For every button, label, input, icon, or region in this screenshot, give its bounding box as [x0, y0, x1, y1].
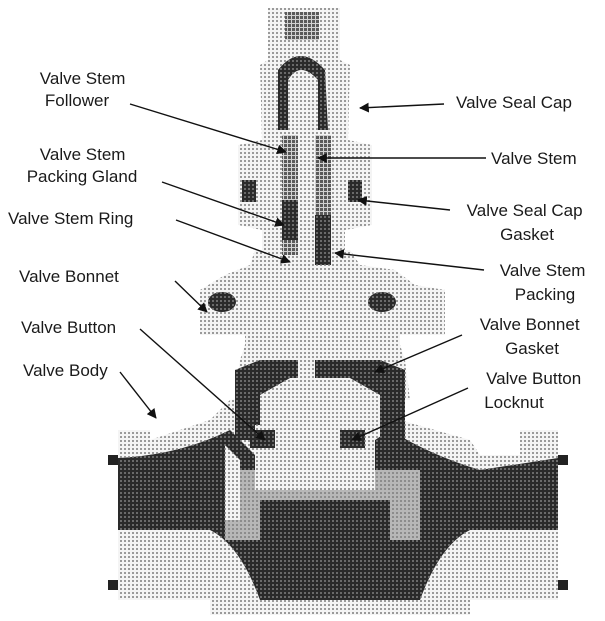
label-valve-button: Valve Button: [21, 318, 116, 337]
part-labels: Valve Stem Follower Valve Stem Packing G…: [8, 69, 590, 412]
label-valve-stem-ring: Valve Stem Ring: [8, 209, 133, 228]
label-valve-button-locknut: Valve Button Locknut: [484, 369, 586, 412]
label-valve-body: Valve Body: [23, 361, 108, 380]
leader-lines: [119, 102, 486, 441]
label-valve-seal-cap-gasket: Valve Seal Cap Gasket: [467, 201, 588, 244]
label-valve-bonnet-gasket: Valve Bonnet Gasket: [480, 315, 585, 358]
leader-valve-stem-packing-gland: [161, 181, 285, 227]
leader-valve-stem-packing: [334, 249, 485, 271]
leader-valve-body: [119, 371, 157, 419]
label-valve-stem: Valve Stem: [491, 149, 577, 168]
leader-valve-button: [139, 328, 266, 441]
leader-valve-seal-cap: [359, 102, 445, 113]
leader-valve-button-locknut: [351, 387, 469, 441]
valve-body-shape: [108, 390, 568, 615]
label-valve-seal-cap: Valve Seal Cap: [456, 93, 572, 112]
leader-valve-bonnet: [174, 280, 208, 313]
label-valve-stem-packing-gland: Valve Stem Packing Gland: [27, 145, 138, 186]
label-valve-bonnet: Valve Bonnet: [19, 267, 119, 286]
leader-valve-bonnet-gasket: [374, 334, 463, 374]
label-valve-stem-follower: Valve Stem Follower: [40, 69, 130, 110]
leader-valve-stem-follower: [129, 103, 287, 155]
label-valve-stem-packing: Valve Stem Packing: [500, 261, 590, 304]
leader-valve-seal-cap-gasket: [357, 196, 451, 211]
valve-stem-shape: [270, 125, 340, 475]
leader-valve-stem-ring: [175, 219, 291, 264]
